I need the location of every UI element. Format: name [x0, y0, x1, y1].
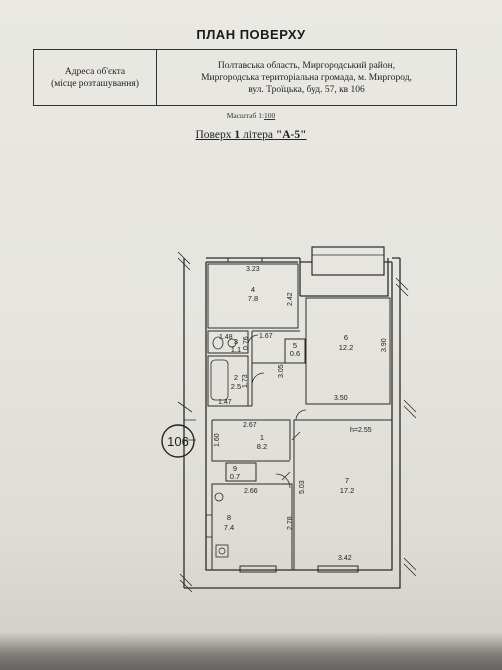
stove-fixture: [215, 544, 229, 558]
address-line-1: Полтавська область, Миргородський район,: [217, 60, 396, 71]
room-4-outline: [207, 263, 299, 329]
ceiling-height: h=2.55: [350, 427, 372, 434]
room-9-area: 0.7: [230, 472, 240, 481]
room-8-area: 7.4: [224, 523, 234, 532]
dim-r5-width: 1.67: [259, 333, 273, 340]
floor-letter: "А-5": [275, 129, 307, 141]
dim-r7-height: 5.03: [299, 480, 306, 494]
address-line-2: Миргородська територіальна громада, м. М…: [201, 72, 412, 83]
toilet-fixture: [212, 336, 224, 350]
dim-r1-height: 1.60: [214, 433, 221, 447]
window-4: [227, 257, 263, 263]
room-9-number: 9: [233, 464, 237, 473]
room-1-number: 1: [260, 433, 264, 442]
sink-fixture: [214, 492, 224, 502]
window-7: [317, 565, 359, 573]
dim-r4-height: 2.42: [287, 292, 294, 306]
dim-r8-height: 2.78: [287, 516, 294, 530]
room-1-outline: [211, 419, 291, 462]
floor-number: 1: [234, 129, 241, 141]
dim-r1-width: 2.67: [243, 422, 257, 429]
dim-r3-height: 0.76: [243, 336, 250, 350]
dim-r7-width: 3.42: [338, 555, 352, 562]
room-3-number: 3: [234, 337, 238, 346]
bathtub-fixture: [210, 359, 229, 401]
exterior-wall-outer: [183, 258, 401, 589]
page-shadow: [0, 632, 502, 670]
address-value-cell: Полтавська область, Миргородський район,…: [156, 49, 457, 106]
dim-r8-width: 2.66: [244, 488, 258, 495]
scale-value: 100: [264, 111, 276, 120]
scale-prefix: Масштаб 1:: [226, 111, 265, 120]
floor-prefix: Поверх: [195, 129, 235, 141]
address-line-3: вул. Троїцька, буд. 57, кв 106: [248, 84, 365, 95]
room-5-number: 5: [293, 341, 297, 350]
room-6-area: 12.2: [339, 343, 354, 352]
balcony: [311, 246, 385, 276]
room-3-outline: [207, 330, 249, 354]
address-table: Адреса об'єкта (місце розташування) Полт…: [33, 49, 457, 106]
room-5-area: 0.6: [290, 349, 300, 358]
room-4-number: 4: [251, 285, 255, 294]
radiator-8: [205, 514, 213, 538]
dim-r6-height: 3.90: [381, 338, 388, 352]
dim-r5-height: 3.05: [278, 364, 285, 378]
scale-text: Масштаб 1:100: [0, 111, 502, 120]
dim-r2-height: 1.73: [242, 374, 249, 388]
dim-r2-width: 1.47: [218, 399, 232, 406]
room-2-area: 2.5: [231, 382, 241, 391]
document-title: ПЛАН ПОВЕРХУ: [196, 27, 306, 42]
apartment-number: 106: [167, 434, 189, 449]
room-7-number: 7: [345, 476, 349, 485]
floor-mid: літера: [240, 129, 276, 141]
dim-r3-width: 1.48: [219, 334, 233, 341]
dim-r6-width: 3.50: [334, 395, 348, 402]
floor-caption: Поверх 1 літера "А-5": [0, 129, 502, 141]
room-8-number: 8: [227, 513, 231, 522]
room-9-outline: [225, 462, 257, 482]
room-3-area: 1.1: [231, 345, 241, 354]
room-1-area: 8.2: [257, 442, 267, 451]
room-6-outline: [305, 297, 391, 405]
dim-r4-width: 3.23: [246, 266, 260, 273]
room-2-number: 2: [234, 373, 238, 382]
address-label: Адреса об'єкта: [64, 66, 126, 77]
apartment-number-circle: [161, 424, 195, 458]
room-6-number: 6: [344, 333, 348, 342]
address-label-note: (місце розташування): [51, 78, 139, 89]
room-7-outline: [293, 419, 393, 571]
room-4-area: 7.8: [248, 294, 258, 303]
window-1: [239, 565, 277, 573]
room-7-area: 17.2: [340, 486, 355, 495]
